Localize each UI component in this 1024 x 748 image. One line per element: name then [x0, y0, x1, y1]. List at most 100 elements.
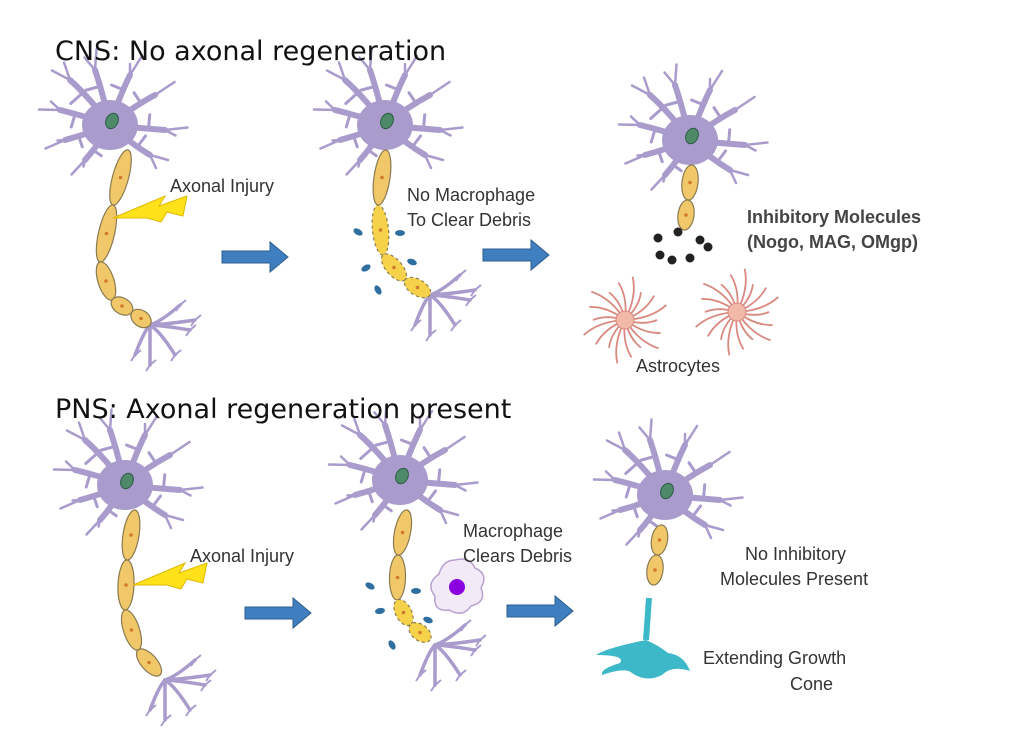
debris-fragment: [395, 230, 405, 236]
terminal-tip: [145, 704, 157, 717]
inhibitory-label-1: Inhibitory Molecules: [747, 207, 921, 227]
dendrite-tip: [428, 80, 451, 97]
dendrite-tip: [718, 496, 744, 507]
dendrite-branch: [84, 452, 99, 465]
schwann-nucleus: [120, 304, 124, 308]
dendrite-branch: [381, 503, 393, 513]
dendrite-branch: [367, 489, 374, 504]
dendrite-tip: [423, 153, 445, 170]
dendrite-tip: [312, 100, 337, 112]
terminal-tip: [200, 679, 212, 692]
terminal-tip: [470, 644, 482, 657]
schwann-nucleus: [395, 575, 400, 580]
dendrite-tip: [683, 424, 699, 447]
dendrite-tip: [605, 431, 627, 452]
pns-neuron-injury: [52, 408, 217, 727]
astrocyte-body: [615, 310, 635, 330]
dendrite-tip: [319, 138, 342, 150]
cns-injury-label: Axonal Injury: [170, 176, 274, 196]
dendrite-tip: [37, 100, 62, 112]
dendrite-branch: [359, 468, 367, 484]
schwann-nucleus: [147, 660, 151, 665]
dendrite-branch: [106, 508, 118, 518]
pns-injury-label: Axonal Injury: [190, 546, 294, 566]
terminal-tip: [455, 269, 467, 282]
terminal-tip: [415, 669, 427, 682]
dendrite-tip: [624, 153, 647, 165]
schwann-nucleus: [118, 175, 123, 180]
dendrite-branch: [624, 462, 639, 475]
nucleus: [685, 127, 699, 145]
dendrite-tip: [638, 418, 653, 442]
terminal-branch: [148, 323, 177, 357]
debris-fragment: [411, 588, 421, 594]
inhibitory-label-2: (Nogo, MAG, OMgp): [747, 232, 918, 252]
arrow-right-icon: [506, 594, 574, 628]
nucleus: [660, 482, 674, 500]
neuron-soma: [327, 403, 479, 531]
dendrite-branch: [422, 446, 433, 461]
terminal-branch: [148, 678, 167, 712]
dendrite-tip: [703, 523, 725, 540]
schwann-nucleus: [380, 175, 384, 180]
dendrite-branch: [147, 451, 158, 466]
dendrite-tip: [148, 153, 170, 170]
schwann-nucleus: [688, 180, 692, 185]
dendrite-branch: [366, 148, 378, 158]
axon-terminal: [130, 299, 202, 372]
dendrite-tip: [143, 414, 159, 437]
dendrite-branch: [99, 445, 116, 452]
dendrite-branch: [84, 473, 92, 489]
dendrite-branch: [69, 113, 77, 129]
macrophage-label-2: Clears Debris: [463, 546, 572, 566]
terminal-tip: [425, 329, 437, 342]
terminal-tip: [465, 294, 477, 307]
terminal-branch: [428, 293, 457, 327]
dendrite-branch: [426, 489, 437, 503]
astrocyte: [695, 268, 779, 356]
dendrite-branch: [162, 473, 167, 490]
dendrite-tip: [403, 54, 419, 77]
growth-cone-label-1: Extending Growth: [703, 648, 846, 668]
dendrite-branch: [702, 483, 707, 500]
dendrite-branch: [91, 148, 103, 158]
dendrite-branch: [716, 149, 727, 163]
terminal-tip: [475, 634, 487, 647]
astrocyte-body: [727, 302, 747, 322]
dendrite-branch: [727, 128, 732, 145]
terminal-branch: [433, 638, 482, 647]
dendrite-branch: [671, 163, 683, 173]
terminal-branch: [148, 318, 197, 327]
pns-neuron-regenerating: [592, 418, 744, 586]
dendrite-branch: [664, 100, 681, 107]
dendrite-tip: [168, 440, 191, 457]
dendrite-branch: [657, 149, 664, 164]
macrophage-label-1: Macrophage: [463, 521, 563, 541]
dendrite-branch: [344, 113, 352, 129]
pns-neuron-degenerating: [327, 403, 487, 692]
growth-cone: [596, 597, 690, 679]
schwann-nucleus: [129, 628, 134, 632]
dendrite-tip: [599, 508, 622, 520]
dendrite-tip: [50, 61, 72, 82]
debris-fragment: [388, 640, 396, 650]
dendrite-tip: [438, 508, 460, 525]
nucleus: [395, 467, 409, 485]
dendrite-branch: [646, 518, 658, 528]
dendrite-branch: [125, 443, 141, 452]
nucleus: [120, 472, 134, 490]
terminal-tip: [430, 679, 442, 692]
debris-fragment: [374, 285, 382, 295]
inhibitory-molecule: [703, 242, 713, 252]
cns-neuron-injury: [37, 48, 202, 372]
terminal-tip: [170, 349, 182, 362]
dendrite-branch: [359, 447, 374, 460]
dendrite-tip: [708, 69, 724, 92]
terminal-branch: [163, 678, 192, 712]
debris-fragment: [423, 616, 433, 624]
cns-debris-label-1: No Macrophage: [407, 185, 535, 205]
dendrite-tip: [438, 126, 464, 137]
dendrite-tip: [453, 481, 479, 492]
dendrite-tip: [443, 435, 466, 452]
terminal-tip: [145, 359, 157, 372]
